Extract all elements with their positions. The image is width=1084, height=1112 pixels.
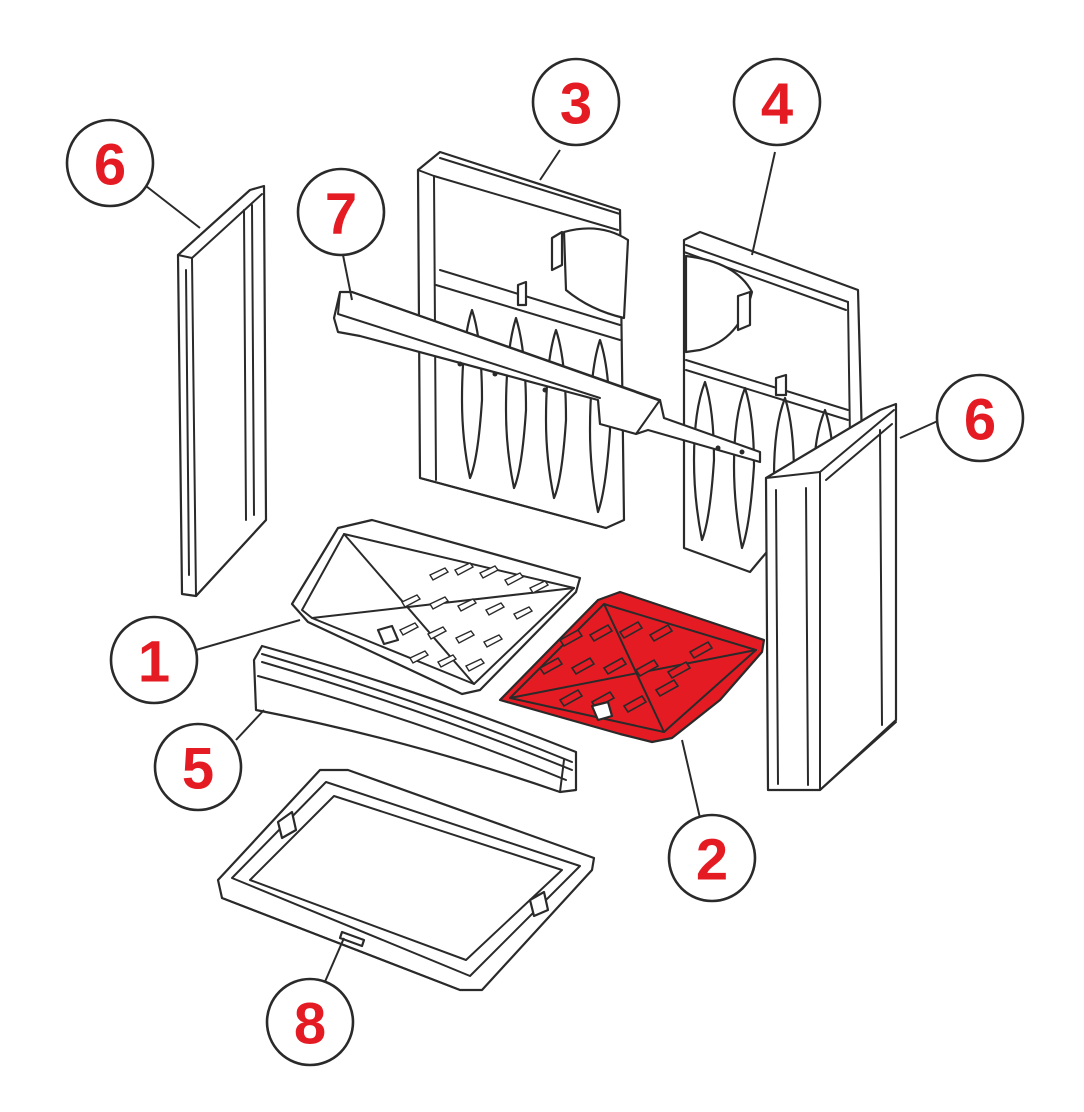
leader-lines — [145, 149, 941, 985]
callout-7: 7 — [296, 167, 386, 257]
callout-4: 4 — [732, 57, 822, 147]
callout-8: 8 — [265, 977, 355, 1067]
callout-label-5: 5 — [182, 737, 214, 802]
callout-1: 1 — [109, 615, 199, 705]
front-lip-part[interactable] — [252, 644, 578, 794]
callout-label-2: 2 — [696, 828, 728, 893]
callout-3: 3 — [531, 57, 621, 147]
callout-label-6-left: 6 — [94, 133, 126, 198]
callout-label-4: 4 — [761, 72, 793, 137]
baffle-part[interactable] — [332, 290, 762, 464]
callout-5: 5 — [153, 722, 243, 812]
callout-label-6-right: 6 — [964, 388, 996, 453]
callout-6-right: 6 — [935, 373, 1025, 463]
grate-left-part[interactable] — [290, 518, 582, 696]
callout-2: 2 — [667, 813, 757, 903]
callout-label-1: 1 — [138, 630, 170, 695]
callout-label-3: 3 — [560, 72, 592, 137]
left-side-panel-part[interactable] — [176, 184, 268, 598]
ash-pan-part[interactable] — [216, 768, 596, 992]
callout-6-left: 6 — [65, 118, 155, 208]
callout-label-7: 7 — [325, 182, 357, 247]
right-side-panel-part[interactable] — [764, 402, 898, 792]
grate-right-part[interactable] — [498, 590, 766, 744]
callout-label-8: 8 — [294, 992, 326, 1057]
